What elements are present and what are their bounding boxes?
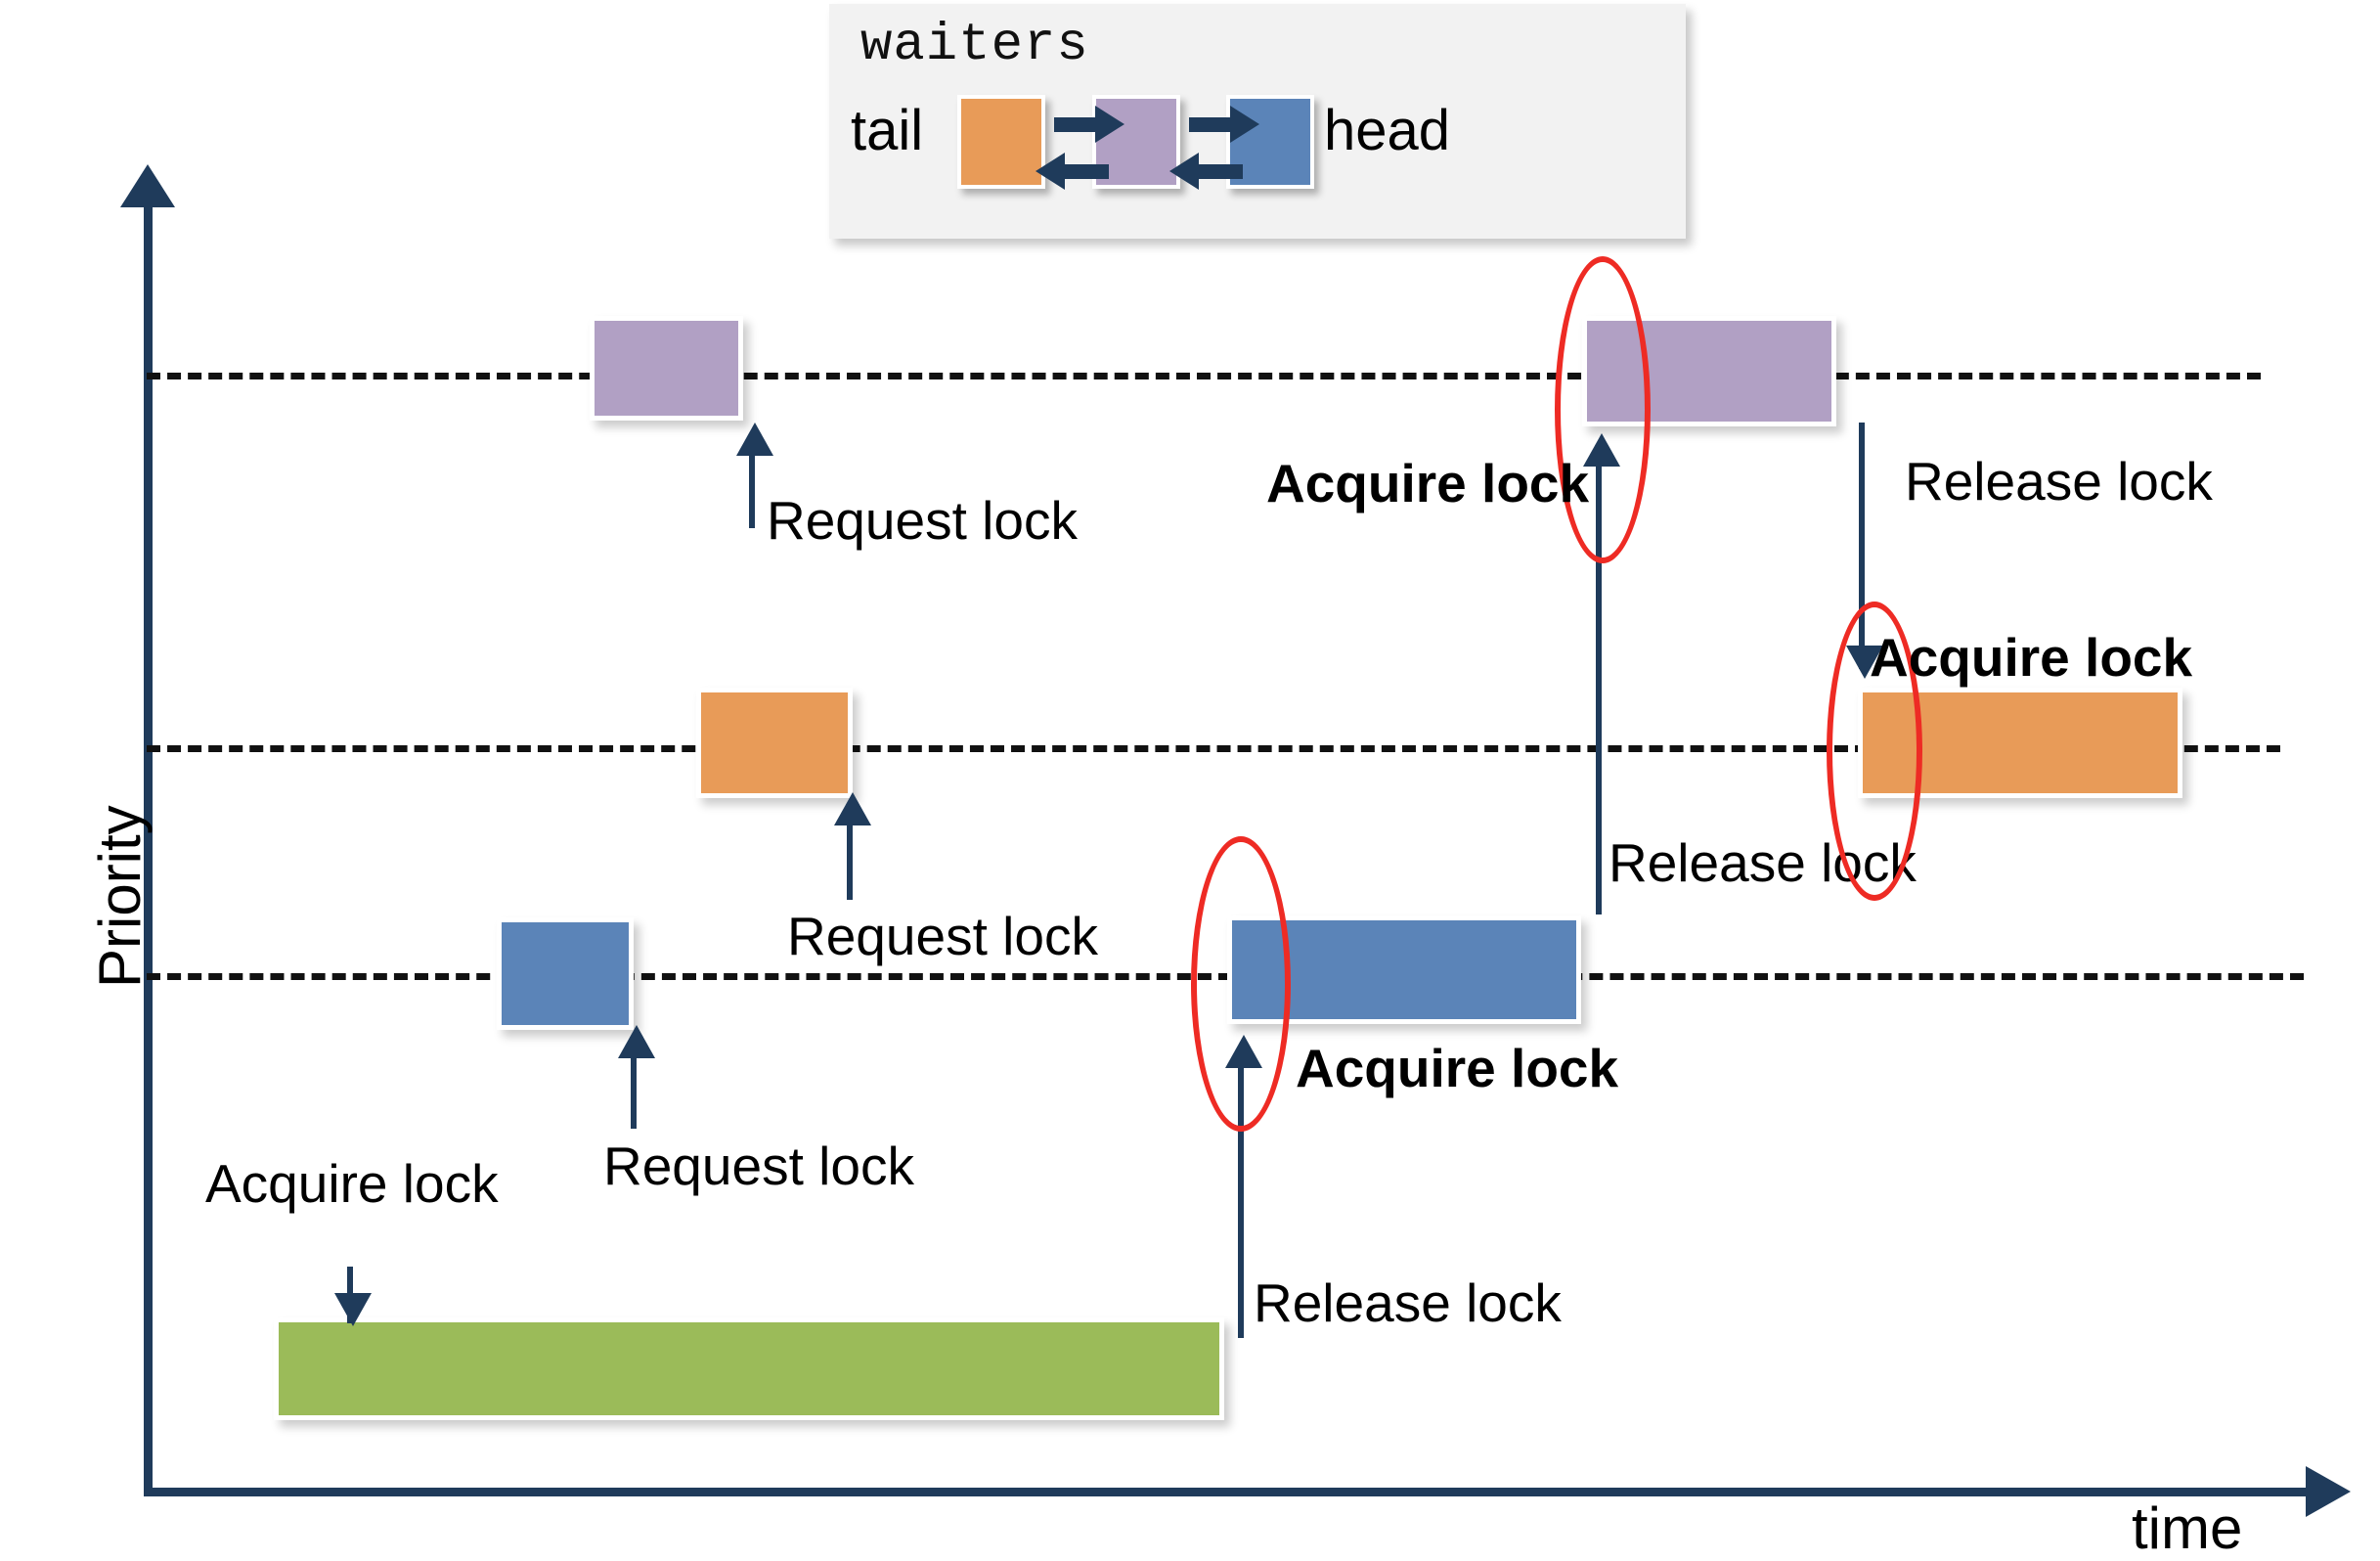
- purple-bar-request: [590, 316, 743, 421]
- request-lock-orange-arrow-shaft: [847, 820, 853, 900]
- queue-arrow-shaft-right-1: [1054, 117, 1101, 132]
- x-axis-arrowhead: [2306, 1466, 2351, 1517]
- release-lock-purple-arrow-shaft: [1859, 423, 1865, 669]
- green-bar-holder: [274, 1317, 1224, 1420]
- release-lock-purple-label: Release lock: [1905, 451, 2213, 512]
- waiters-panel-title: waiters: [860, 16, 1089, 75]
- queue-arrow-head-left-2: [1169, 153, 1199, 190]
- x-axis-label: time: [2132, 1495, 2243, 1561]
- acquire-lock-blue-highlight-ellipse: [1191, 836, 1291, 1132]
- request-lock-blue-arrowhead: [618, 1025, 655, 1058]
- y-axis: [144, 203, 153, 1494]
- request-lock-orange-label: Request lock: [787, 906, 1098, 966]
- blue-bar-request: [497, 917, 634, 1030]
- tail-label: tail: [851, 99, 924, 162]
- orange-bar-request: [696, 688, 853, 798]
- queue-arrow-head-right-1: [1095, 106, 1124, 143]
- x-axis: [144, 1488, 2310, 1496]
- request-lock-blue-label: Request lock: [603, 1136, 914, 1196]
- release-lock-green-label: Release lock: [1254, 1272, 1562, 1333]
- acquire-lock-purple-label: Acquire lock: [1266, 453, 1590, 513]
- acquire-lock-blue-label: Acquire lock: [1296, 1038, 1619, 1098]
- acquire-lock-orange-highlight-ellipse: [1827, 602, 1922, 901]
- queue-arrow-head-right-2: [1230, 106, 1259, 143]
- acquire-lock-orange-label: Acquire lock: [1870, 627, 2193, 688]
- queue-arrow-shaft-left-1: [1062, 164, 1109, 179]
- waiters-node-tail: [957, 95, 1045, 189]
- acquire-lock-green-arrowhead: [334, 1293, 372, 1326]
- request-lock-orange-arrowhead: [834, 792, 871, 825]
- acquire-lock-green-label: Acquire lock: [205, 1153, 499, 1214]
- release-lock-green-arrow-shaft: [1238, 1066, 1244, 1338]
- head-label: head: [1324, 99, 1451, 162]
- queue-arrow-head-left-1: [1036, 153, 1065, 190]
- queue-arrow-shaft-left-2: [1196, 164, 1243, 179]
- y-axis-arrowhead: [120, 164, 175, 207]
- request-lock-purple-arrowhead: [736, 423, 773, 456]
- release-lock-blue-arrow-shaft: [1596, 465, 1602, 914]
- request-lock-purple-label: Request lock: [767, 490, 1078, 551]
- y-axis-label: Priority: [87, 805, 153, 988]
- waiters-queue-panel: waiters tail head: [829, 4, 1686, 239]
- request-lock-blue-arrow-shaft: [631, 1052, 637, 1129]
- queue-arrow-shaft-right-2: [1189, 117, 1236, 132]
- priority-level-line-medium: [147, 745, 2280, 752]
- priority-level-line-high: [147, 373, 2261, 379]
- acquire-lock-purple-highlight-ellipse: [1555, 256, 1651, 563]
- request-lock-purple-arrow-shaft: [749, 450, 755, 528]
